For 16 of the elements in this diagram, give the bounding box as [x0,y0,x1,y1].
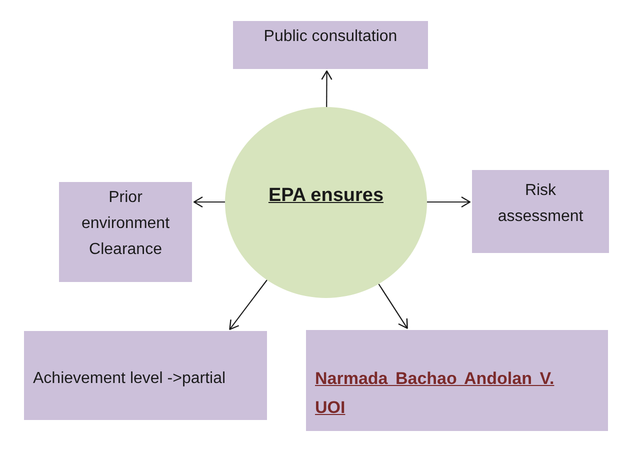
process-box [59,182,192,282]
box-label: Narmada Bachao Andolan V. UOI [315,368,556,419]
process-box [233,21,428,69]
arrow [378,284,408,329]
box-label: Risk assessment [496,181,584,227]
box-label: Prior environment Clearance [80,188,171,260]
box-label: Achievement level ->partial [33,369,226,389]
arrow [193,196,225,208]
arrow [229,280,268,330]
process-box [306,330,608,431]
center-heading: EPA ensures [268,184,384,208]
box-label: Public consultation [264,27,398,47]
arrow [321,70,332,107]
process-box [472,170,609,253]
arrow [427,196,471,208]
process-box [24,331,267,420]
